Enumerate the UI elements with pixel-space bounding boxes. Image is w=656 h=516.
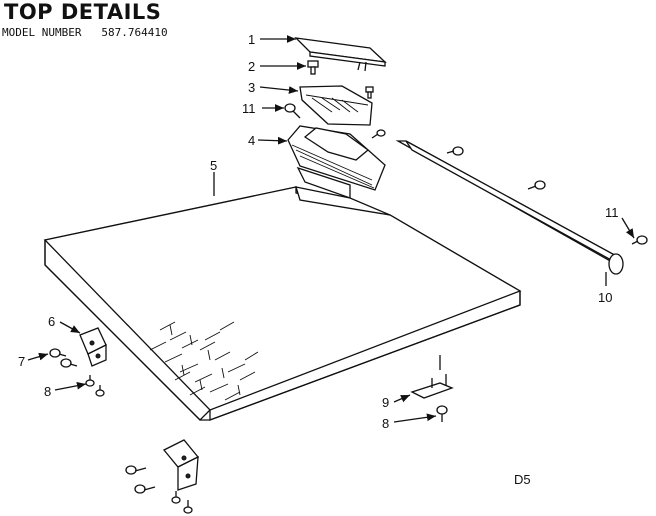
part-8-screws-left: [85, 375, 105, 397]
part-2-screw: [307, 60, 319, 75]
callout-3: 3: [248, 80, 255, 95]
callout-8-left: 8: [44, 384, 51, 399]
callout-11-lower: 11: [605, 205, 619, 220]
leader-lines: [27, 35, 635, 423]
rail-screw-a: [446, 146, 464, 156]
callout-1: 1: [248, 32, 255, 47]
part-9-clip-bracket: [410, 374, 454, 399]
page-title: TOP DETAILS: [4, 0, 162, 24]
callout-9: 9: [382, 395, 389, 410]
page-code: D5: [514, 472, 531, 487]
model-label: MODEL NUMBER: [2, 26, 82, 39]
lower-screws: [125, 465, 193, 514]
model-number: 587.764410: [101, 26, 168, 39]
callout-8-right: 8: [382, 416, 389, 431]
part-4-dial-housing: [287, 125, 386, 199]
part-5-table-top: [43, 186, 522, 421]
callout-6: 6: [48, 314, 55, 329]
part-10-side-rail: [395, 140, 624, 286]
callout-2: 2: [248, 59, 255, 74]
callout-10: 10: [598, 290, 612, 305]
callout-5: 5: [210, 158, 217, 173]
screw-upper-right: [371, 129, 386, 139]
part-11-screw-upper: [284, 103, 301, 119]
rail-screw-b: [527, 180, 546, 190]
callout-7: 7: [18, 354, 25, 369]
part-8-screw-right: [436, 405, 448, 422]
callout-11-upper: 11: [242, 101, 256, 116]
part-11-screw-lower: [631, 235, 648, 245]
part-1-cover-plate: [294, 37, 387, 72]
part-7-screws: [49, 348, 78, 368]
callout-4: 4: [248, 133, 255, 148]
part-3-slotted-cover: [299, 85, 374, 126]
lower-bracket: [162, 439, 200, 491]
model-number-line: MODEL NUMBER 587.764410: [2, 26, 168, 39]
surface-texture: [149, 321, 259, 401]
part-6-bracket: [79, 327, 107, 367]
